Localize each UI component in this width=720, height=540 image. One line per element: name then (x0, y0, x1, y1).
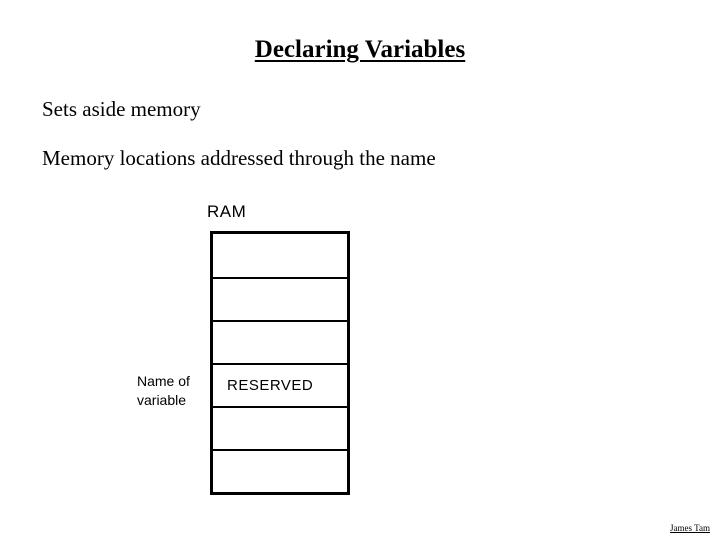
variable-name-label-line-2: variable (137, 392, 187, 408)
body-text-line-1: Sets aside memory (42, 97, 201, 121)
ram-cell (213, 449, 347, 492)
ram-cell (213, 406, 347, 449)
ram-memory-diagram: RESERVED (210, 231, 350, 495)
ram-cell (213, 234, 347, 277)
ram-cell (213, 277, 347, 320)
variable-name-label: Name of variable (137, 372, 190, 410)
page-title: Declaring Variables (254, 36, 466, 63)
ram-cell (213, 320, 347, 363)
body-text-line-2: Memory locations addressed through the n… (42, 146, 436, 170)
author-credit: James Tam (670, 523, 710, 533)
ram-cell-reserved: RESERVED (213, 363, 347, 406)
variable-name-label-line-1: Name of (137, 373, 190, 389)
ram-label: RAM (207, 202, 247, 221)
